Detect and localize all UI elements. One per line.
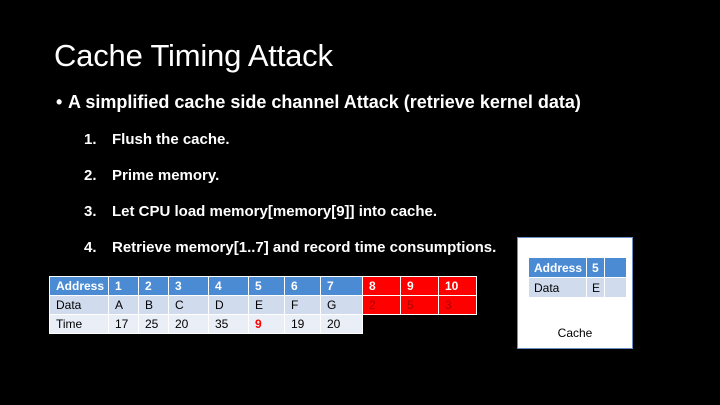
time-cell: 19 xyxy=(284,314,321,334)
step-text: Retrieve memory[1..7] and record time co… xyxy=(112,239,497,256)
step-number: 2. xyxy=(84,167,97,184)
data-cell: F xyxy=(284,295,321,315)
data-cell: G xyxy=(320,295,363,315)
memory-time-row: Time 17 25 20 35 9 19 20 xyxy=(49,314,477,334)
steps-list: 1. Flush the cache. 2. Prime memory. 3. Let… xyxy=(84,130,496,274)
step-text: Flush the cache. xyxy=(112,131,230,148)
time-cell: 35 xyxy=(208,314,249,334)
cache-address-empty xyxy=(604,257,627,278)
data-cell: C xyxy=(168,295,209,315)
bullet-text: A simplified cache side channel Attack (… xyxy=(68,92,581,112)
time-label: Time xyxy=(49,314,109,334)
cache-data-value: E xyxy=(586,277,605,298)
time-cell: 17 xyxy=(108,314,139,334)
step-item: 2. Prime memory. xyxy=(84,166,496,202)
step-item: 3. Let CPU load memory[memory[9]] into ca… xyxy=(84,202,496,238)
cache-panel: Address 5 Data E Cache xyxy=(517,237,633,349)
kernel-data-cell: 2 xyxy=(362,295,401,315)
time-cell: 20 xyxy=(168,314,209,334)
data-cell: E xyxy=(248,295,285,315)
data-cell: A xyxy=(108,295,139,315)
kernel-data-cell: 3 xyxy=(438,295,477,315)
address-cell: 7 xyxy=(320,276,363,296)
cache-address-row: Address 5 xyxy=(528,257,627,278)
step-item: 1. Flush the cache. xyxy=(84,130,496,166)
address-cell: 5 xyxy=(248,276,285,296)
kernel-data-cell: 5 xyxy=(400,295,439,315)
step-item: 4. Retrieve memory[1..7] and record time … xyxy=(84,238,496,274)
step-text: Let CPU load memory[memory[9]] into cach… xyxy=(112,203,438,220)
address-cell: 1 xyxy=(108,276,139,296)
kernel-address-cell: 8 xyxy=(362,276,401,296)
address-cell: 4 xyxy=(208,276,249,296)
cache-caption: Cache xyxy=(557,326,593,340)
bullet-dot-icon: • xyxy=(56,92,63,112)
address-cell: 3 xyxy=(168,276,209,296)
slide-title: Cache Timing Attack xyxy=(54,38,333,73)
address-header: Address xyxy=(49,276,109,296)
address-cell: 2 xyxy=(138,276,169,296)
memory-address-row: Address 1 2 3 4 5 6 7 8 9 10 xyxy=(49,276,477,296)
step-number: 1. xyxy=(84,131,97,148)
cache-data-row: Data E xyxy=(528,277,627,298)
cache-address-header: Address xyxy=(528,257,587,278)
memory-data-row: Data A B C D E F G 2 5 3 xyxy=(49,295,477,315)
data-label: Data xyxy=(49,295,109,315)
step-number: 3. xyxy=(84,203,97,220)
step-number: 4. xyxy=(84,239,97,256)
memory-table: Address 1 2 3 4 5 6 7 8 9 10 Data A B C … xyxy=(49,276,477,334)
kernel-address-cell: 10 xyxy=(438,276,477,296)
cache-data-label: Data xyxy=(528,277,587,298)
cache-address-value: 5 xyxy=(586,257,605,278)
time-cell: 20 xyxy=(320,314,363,334)
time-cell-highlight: 9 xyxy=(248,314,285,334)
step-text: Prime memory. xyxy=(112,167,220,184)
data-cell: D xyxy=(208,295,249,315)
address-cell: 6 xyxy=(284,276,321,296)
main-bullet: •A simplified cache side channel Attack … xyxy=(56,92,581,113)
time-cell: 25 xyxy=(138,314,169,334)
data-cell: B xyxy=(138,295,169,315)
cache-data-empty xyxy=(604,277,627,298)
kernel-address-cell: 9 xyxy=(400,276,439,296)
cache-table: Address 5 Data E xyxy=(528,257,627,298)
